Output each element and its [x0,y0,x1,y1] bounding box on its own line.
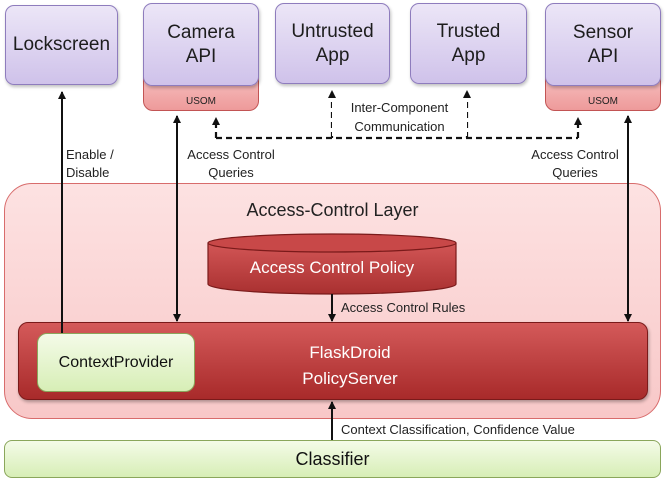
enable-disable-label-2: Disable [66,165,110,180]
enable-disable-label: Enable / Disable [66,146,114,182]
sensor-api-label-2: API [587,45,619,67]
acq-left-label-1: Access Control [187,147,275,162]
sensor-usom-label: USOM [588,96,618,107]
untrusted-app-label-2: App [315,44,350,66]
context-provider-box[interactable]: ContextProvider [37,333,195,392]
trusted-app-label-2: App [451,44,486,66]
inter-component-label-2: Communication [354,119,445,134]
policyserver-label: FlaskDroid PolicyServer [270,340,430,392]
context-classification-label: Context Classification, Confidence Value [341,422,575,437]
acq-right-label-1: Access Control [531,147,619,162]
inter-component-label: Inter-Component Communication [332,98,467,136]
policyserver-label-2: PolicyServer [302,369,398,388]
policyserver-label-1: FlaskDroid [309,343,391,362]
acq-right-label: Access Control Queries [520,146,630,182]
classifier-box[interactable]: Classifier [4,440,661,478]
camera-api-label-1: Camera [167,21,235,43]
acq-left-label: Access Control Queries [176,146,286,182]
untrusted-app-label-1: Untrusted [291,20,374,42]
access-control-layer-title: Access-Control Layer [246,200,419,220]
camera-api-box[interactable]: Camera API [143,3,259,86]
lockscreen-box[interactable]: Lockscreen [5,5,118,85]
sensor-api-label-1: Sensor [572,21,634,43]
lockscreen-label: Lockscreen [12,34,111,55]
camera-usom-label: USOM [186,96,216,107]
acq-right-label-2: Queries [552,165,598,180]
inter-component-label-1: Inter-Component [350,100,449,115]
untrusted-app-box[interactable]: Untrusted App [275,3,390,84]
context-provider-label: ContextProvider [58,353,174,371]
classifier-label: Classifier [295,448,370,469]
camera-api-label-2: API [185,45,217,67]
trusted-app-label-1: Trusted [436,20,501,42]
access-rules-label: Access Control Rules [341,300,466,315]
enable-disable-label-1: Enable / [66,147,114,162]
sensor-api-box[interactable]: Sensor API [545,3,661,86]
acq-left-label-2: Queries [208,165,254,180]
policy-label: Access Control Policy [249,258,415,277]
trusted-app-box[interactable]: Trusted App [410,3,527,84]
